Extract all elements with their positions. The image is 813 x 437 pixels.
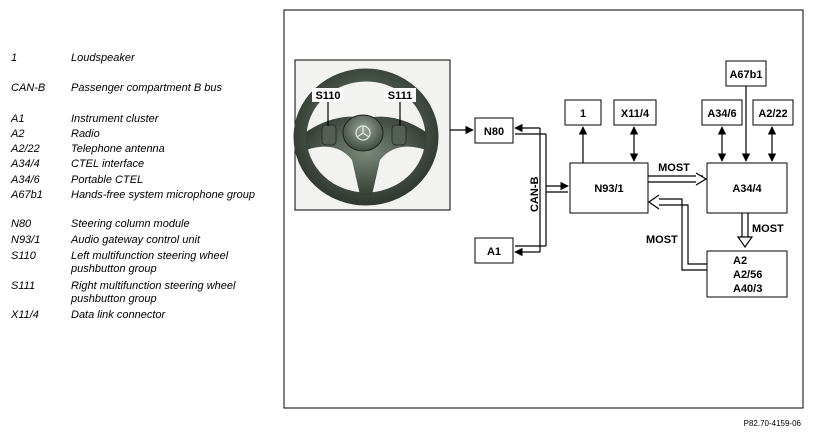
a2-box: A2 A2/56 A40/3 (706, 250, 788, 298)
most-left-line-1 (658, 198, 707, 271)
most-top-label: MOST (658, 162, 690, 174)
most-right-arrowhead (736, 236, 754, 249)
n80-box: N80 (474, 117, 514, 144)
legend-code: CAN-B (11, 82, 46, 94)
legend-code: S111 (11, 280, 36, 292)
legend-desc: Portable CTEL (71, 174, 144, 186)
emblem-star-icon (356, 126, 370, 138)
a67b1-box: A67b1 (725, 60, 767, 87)
a346-label: A34/6 (707, 108, 736, 120)
legend-desc: Data link connector (71, 309, 166, 321)
legend-code: X11/4 (11, 309, 39, 321)
legend-code: 1 (11, 52, 18, 64)
legend-code: N93/1 (11, 234, 41, 246)
legend-desc: CTEL interface (71, 158, 145, 170)
legend-desc: Telephone antenna (71, 143, 165, 155)
steering-wheel-rim-icon (293, 68, 439, 206)
most-left-line-2 (658, 204, 707, 265)
most-top-arrowhead (695, 172, 708, 186)
a344-label: A34/4 (732, 183, 762, 195)
legend-desc: Steering column module (71, 218, 190, 230)
s111-label: S111 (388, 90, 412, 102)
x114-box: X11/4 (613, 99, 657, 126)
legend-code: A67b1 (11, 189, 43, 201)
legend-code: A2/22 (11, 143, 40, 155)
legend-desc: Audio gateway control unit (71, 234, 201, 246)
diagram-frame (283, 9, 804, 409)
s110-label: S110 (315, 90, 340, 102)
legend-code: A1 (11, 113, 25, 125)
a1-box: A1 (474, 237, 514, 264)
left-button-cluster-icon (321, 124, 337, 146)
legend-code: N80 (11, 218, 32, 230)
steering-wheel-photo: S110 S111 (293, 59, 451, 211)
a2-label-line-2: A2/56 (733, 269, 762, 281)
legend-desc: Loudspeaker (71, 52, 135, 64)
figure-reference: P82.70-4159-06 (743, 419, 801, 428)
most-right-label: MOST (752, 223, 784, 235)
legend-code: S110 (11, 250, 36, 262)
legend-desc: Passenger compartment B bus (71, 82, 223, 94)
n80-label: N80 (484, 126, 504, 138)
legend: 1 Loudspeaker CAN-B Passenger compartment … (0, 0, 270, 437)
a222-label: A2/22 (758, 108, 787, 120)
s110-label-bg (312, 88, 344, 102)
can-b-bus: CAN-B (514, 123, 569, 257)
legend-code: A34/6 (11, 174, 40, 186)
loudspeaker-box: 1 (564, 99, 602, 126)
can-b-label: CAN-B (529, 177, 541, 212)
legend-desc: Left multifunction steering wheel pushbu… (71, 250, 229, 275)
most-left-arrowhead (647, 194, 660, 210)
a2-label-line-1: A2 (733, 255, 747, 267)
most-left-label: MOST (646, 234, 678, 246)
a1-label: A1 (487, 246, 501, 258)
legend-desc: Instrument cluster (71, 113, 159, 125)
legend-desc: Hands-free system microphone group (71, 189, 256, 201)
a2-label-line-3: A40/3 (733, 283, 762, 295)
a346-box: A34/6 (701, 99, 743, 126)
s111-label-bg (384, 88, 416, 102)
legend-desc: Radio (71, 128, 100, 140)
legend-code: A34/4 (11, 158, 40, 170)
a67b1-label: A67b1 (729, 69, 762, 81)
right-button-cluster-icon (391, 124, 407, 146)
legend-code: A2 (11, 128, 25, 140)
legend-desc: Right multifunction steering wheel pushb… (71, 280, 236, 305)
n931-box: N93/1 (569, 162, 649, 214)
loudspeaker-label: 1 (580, 108, 586, 120)
n931-label: N93/1 (594, 183, 623, 195)
x114-label: X11/4 (621, 108, 650, 120)
a344-box: A34/4 (706, 162, 788, 214)
a222-box: A2/22 (752, 99, 794, 126)
